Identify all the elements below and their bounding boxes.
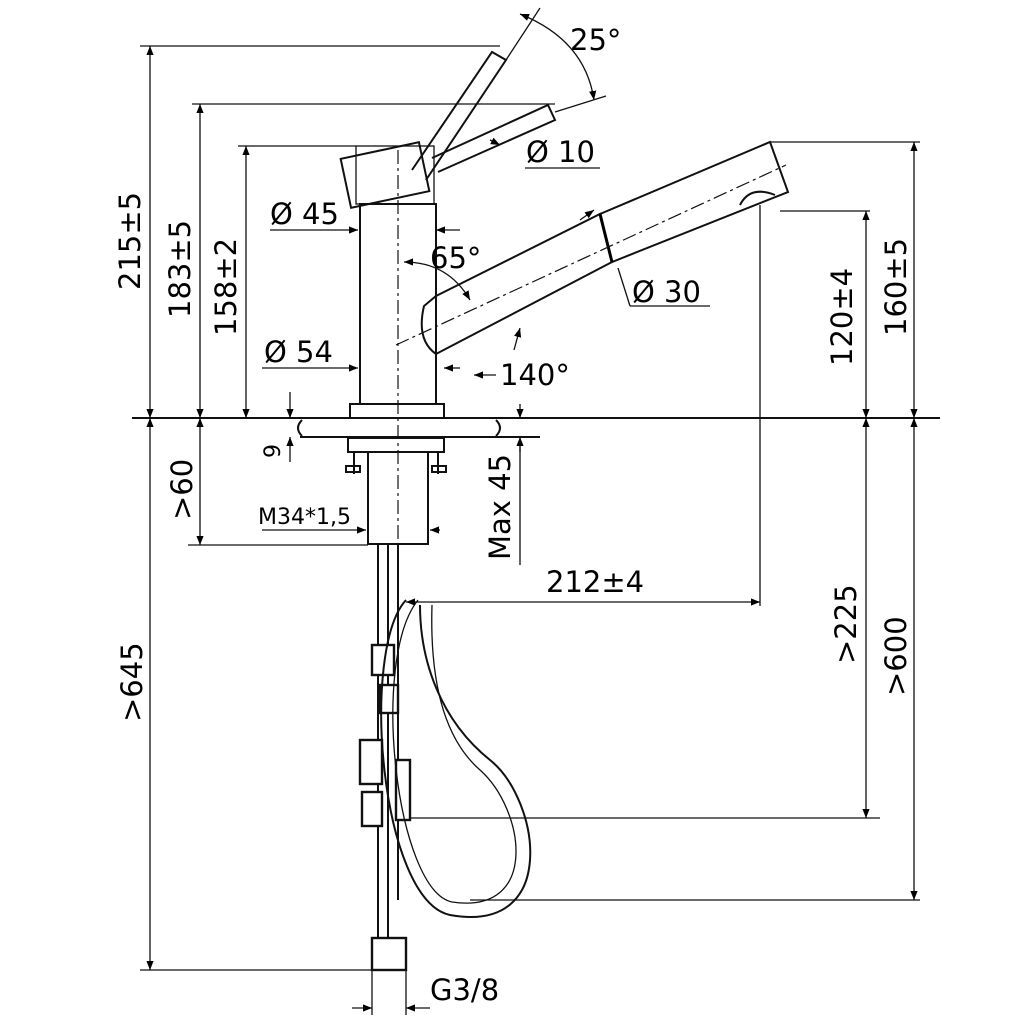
- label-thread: M34*1,5: [258, 505, 351, 530]
- label-spout-height-top: 160±5: [879, 238, 913, 336]
- label-connection: G3/8: [430, 973, 499, 1007]
- label-lever-diameter: Ø 10: [526, 135, 595, 169]
- countertop-break-left: [297, 419, 303, 437]
- label-spout-diameter: Ø 30: [632, 275, 701, 309]
- dimension-lines: [140, 7, 920, 1015]
- label-height-body: 158±2: [209, 238, 243, 336]
- label-height-total: 215±5: [113, 192, 147, 290]
- label-min-depth-thread: >60: [165, 459, 199, 520]
- faucet-body: [339, 50, 790, 555]
- pullout-hose-loop: [380, 599, 532, 918]
- label-body-diameter-top: Ø 45: [270, 197, 339, 231]
- label-angle-lever: 25°: [570, 23, 621, 57]
- countertop-break-right: [495, 419, 501, 437]
- label-reach: 212±4: [546, 565, 644, 599]
- label-body-diameter-base: Ø 54: [264, 335, 333, 369]
- label-angle-swivel: 140°: [500, 358, 570, 392]
- pullout-hose-loop-outer: [392, 599, 517, 904]
- label-base-thickness: 9: [261, 444, 286, 458]
- shank-assembly: [345, 437, 447, 545]
- label-spout-height-outlet: 120±4: [825, 268, 859, 366]
- label-angle-spout: 65°: [430, 241, 481, 275]
- label-height-lever: 183±5: [163, 220, 197, 318]
- label-min-hose-depth: >225: [829, 584, 863, 664]
- label-min-clearance: >600: [879, 616, 913, 696]
- label-min-hose-length: >645: [115, 642, 149, 722]
- supply-hoses: [358, 544, 412, 972]
- label-max-counter: Max 45: [483, 454, 517, 560]
